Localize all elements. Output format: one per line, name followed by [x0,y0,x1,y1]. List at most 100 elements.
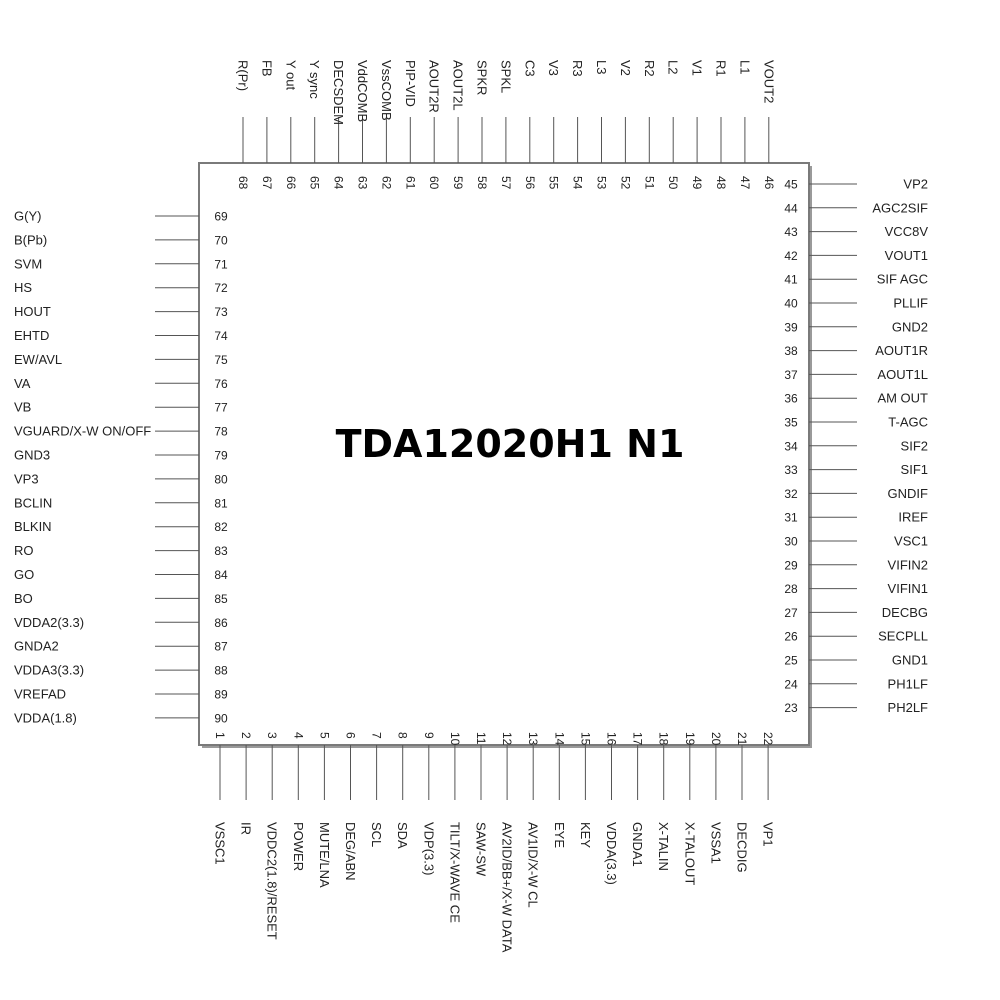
pin-label: VssCOMB [379,60,394,121]
pin-label: VDP(3.3) [421,822,436,875]
pin-number: 21 [735,732,749,746]
pin-number: 30 [784,535,798,549]
pin-label: VDDA2(3.3) [14,615,84,630]
pin-label: GNDA1 [630,822,645,867]
pin-label: SAW-SW [474,822,489,877]
pin-number: 65 [308,176,322,190]
pin-number: 57 [499,176,513,190]
pin-label: R(Pr) [236,60,251,91]
pin-number: 89 [214,688,228,702]
pin-number: 70 [214,233,228,247]
pin-label: R1 [714,60,729,77]
pin-label: Y sync [307,60,322,99]
pin-label: G(Y) [14,209,41,224]
pin-number: 3 [265,732,279,739]
pin-label: AV2ID/BB+/X-W DATA [500,822,515,953]
pin-label: VDDC2(1.8)/RESET [265,822,280,940]
pin-number: 64 [332,176,346,190]
pin-number: 36 [784,392,798,406]
pin-number: 48 [714,176,728,190]
pin-label: EHTD [14,328,49,343]
pin-number: 14 [552,732,566,746]
pin-number: 45 [784,178,798,192]
pin-number: 26 [784,630,798,644]
pin-number: 25 [784,654,798,668]
pin-label: VDDA3(3.3) [14,663,84,678]
pin-number: 6 [344,732,358,739]
pin-label: DEG/ABN [343,822,358,881]
pin-number: 69 [214,210,228,224]
pin-label: EW/AVL [14,352,62,367]
pin-label: SIF1 [901,462,928,477]
pin-label: SIF2 [901,438,928,453]
pin-label: RO [14,543,34,558]
pin-number: 43 [784,225,798,239]
pin-number: 49 [690,176,704,190]
pin-label: IREF [898,510,928,525]
pin-number: 87 [214,640,228,654]
pin-label: X-TALIN [656,822,671,871]
pin-number: 40 [784,297,798,311]
pin-number: 66 [284,176,298,190]
pin-label: SDA [395,822,410,849]
pin-number: 5 [317,732,331,739]
pin-number: 73 [214,305,228,319]
pin-label: Y out [283,60,298,91]
pin-number: 38 [784,344,798,358]
pin-number: 51 [642,176,656,190]
pin-label: PH1LF [888,676,929,691]
pin-number: 63 [356,176,370,190]
pin-label: AGC2SIF [872,200,928,215]
pin-number: 20 [709,732,723,746]
pin-label: SIF AGC [877,272,928,287]
pin-label: VIFIN1 [888,581,928,596]
pin-label: VOUT2 [761,60,776,103]
pin-label: VOUT1 [885,248,928,263]
pin-label: VGUARD/X-W ON/OFF [14,424,151,439]
pin-label: DECBG [882,605,928,620]
pin-number: 32 [784,487,798,501]
pin-label: VP1 [761,822,776,847]
pin-label: VP2 [903,177,928,192]
pin-label: PH2LF [888,700,929,715]
pin-number: 23 [784,701,798,715]
pin-label: POWER [291,822,306,871]
chip-body [198,162,810,746]
pin-number: 33 [784,463,798,477]
pin-number: 86 [214,616,228,630]
pin-number: 54 [571,176,585,190]
pin-number: 90 [214,711,228,725]
bottom-pin-row: VSSC11IR2VDDC2(1.8)/RESET3POWER4MUTE/LNA… [213,732,776,953]
pin-label: R3 [570,60,585,77]
pin-label: PLLIF [893,296,928,311]
pin-number: 18 [657,732,671,746]
pin-number: 31 [784,511,798,525]
pin-number: 27 [784,606,798,620]
pin-number: 74 [214,329,228,343]
pin-number: 2 [239,732,253,739]
pin-number: 13 [526,732,540,746]
pin-label: VCC8V [885,224,929,239]
pin-label: AOUT2R [427,60,442,113]
pin-label: VddCOMB [355,60,370,122]
pin-number: 50 [666,176,680,190]
pin-label: AOUT1R [875,343,928,358]
pin-number: 83 [214,544,228,558]
pin-number: 46 [762,176,776,190]
pin-number: 84 [214,568,228,582]
pin-number: 72 [214,281,228,295]
pin-number: 11 [474,732,488,745]
pin-label: KEY [578,822,593,848]
pin-number: 81 [214,496,228,510]
pin-label: SCL [369,822,384,847]
pin-number: 12 [500,732,514,746]
pin-number: 67 [260,176,274,190]
pin-label: VDDA(1.8) [14,710,77,725]
pin-number: 8 [396,732,410,739]
pin-number: 58 [475,176,489,190]
pin-number: 34 [784,439,798,453]
pin-label: GND2 [892,319,928,334]
pin-number: 79 [214,449,228,463]
pin-label: VSC1 [894,534,928,549]
